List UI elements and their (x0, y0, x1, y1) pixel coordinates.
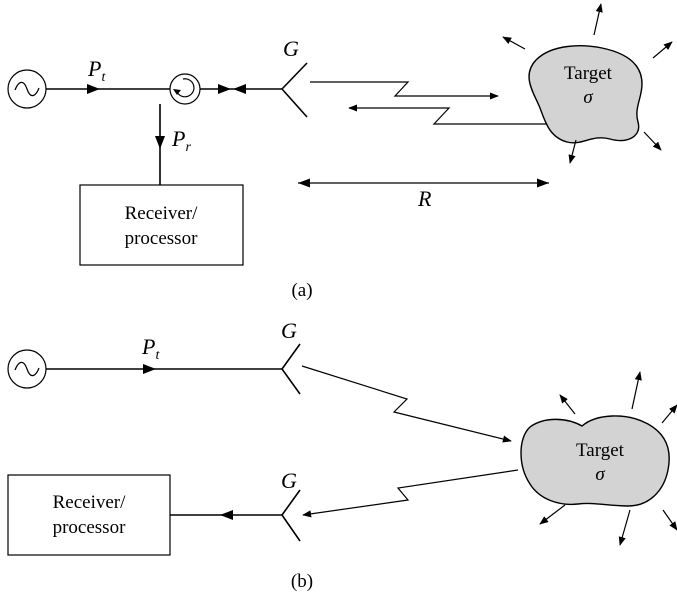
caption-a: (a) (291, 280, 312, 301)
scatter-arrows-b (539, 371, 677, 546)
scatter-arrows-a (502, 3, 673, 164)
return-wave-a (348, 104, 556, 125)
outgoing-wave-a (310, 81, 499, 100)
receiver-box-a (79, 184, 244, 266)
receiver-line2-b: processor (53, 517, 126, 538)
tx-gain-label-b: G (281, 318, 297, 343)
range-arrow-right (537, 178, 549, 188)
rx-arrow-a (155, 136, 165, 149)
tx-antenna-b (281, 343, 301, 395)
range-label-a: R (417, 186, 432, 211)
panel-a: Pt G Pr Receiver/ processor R (7, 3, 673, 301)
tx-arrow-b (143, 364, 156, 374)
return-wave-b (302, 469, 519, 518)
range-arrow-left (298, 178, 310, 188)
pr-label-a: Pr (171, 126, 191, 155)
receiver-box-b (7, 474, 171, 556)
receiver-line1-b: Receiver/ (53, 492, 127, 513)
rx-gain-label-b: G (281, 468, 297, 493)
target-a (528, 45, 643, 144)
target-line2-b: σ (595, 464, 605, 485)
feed-arrow-a2 (233, 84, 246, 94)
panel-b: Pt G Target σ G Receiver/ processor (7, 318, 677, 592)
receiver-line2-a: processor (125, 228, 198, 249)
rx-arrow-b (220, 510, 233, 520)
target-line1-b: Target (576, 440, 625, 461)
signal-source-b (7, 349, 47, 389)
pt-label-a: Pt (87, 56, 106, 85)
antenna-a (281, 62, 308, 118)
pt-label-b: Pt (141, 334, 160, 363)
circulator (169, 73, 201, 105)
feed-arrow-a1 (218, 84, 231, 94)
tx-arrow-a (87, 84, 100, 94)
target-line2-a: σ (583, 87, 593, 108)
receiver-line1-a: Receiver/ (125, 203, 199, 224)
caption-b: (b) (291, 571, 313, 592)
gain-label-a: G (283, 36, 299, 61)
signal-source-a (7, 69, 47, 109)
outgoing-wave-b (301, 365, 512, 443)
target-b (520, 415, 670, 507)
target-line1-a: Target (564, 63, 613, 84)
rx-antenna-b (281, 489, 301, 542)
